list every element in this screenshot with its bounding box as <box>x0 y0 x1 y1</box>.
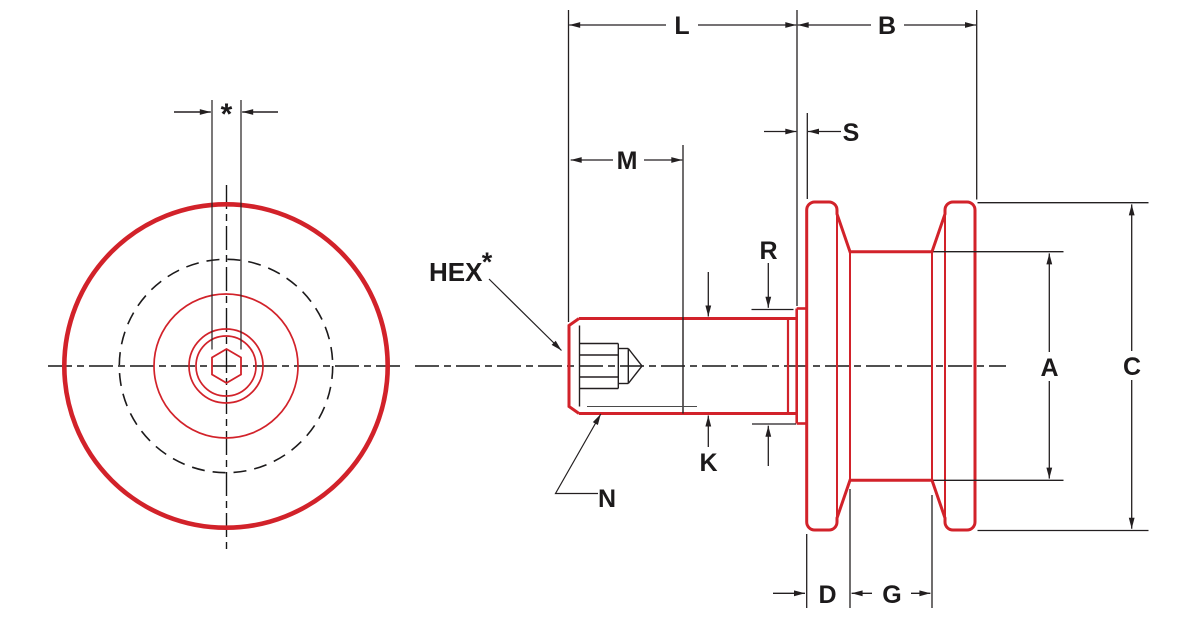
dim-label-A: A <box>1040 354 1058 382</box>
stud-outline <box>567 307 807 425</box>
n-leader <box>554 413 602 495</box>
drill-point-cone <box>627 348 643 384</box>
dim-label-G: G <box>882 581 901 609</box>
dim-label-D: D <box>818 581 836 609</box>
front-view: * <box>48 98 404 549</box>
dim-label-S: S <box>843 119 860 147</box>
hex-socket-front <box>211 347 242 385</box>
hex-label: HEX <box>429 257 483 287</box>
socket-chamfer-circle <box>195 335 257 397</box>
dim-label-R: R <box>759 237 777 265</box>
hex-label-superscript: * <box>482 247 493 277</box>
dimensions <box>488 10 1149 608</box>
dim-label-B: B <box>878 12 896 40</box>
groove-hidden-circle-dashed <box>118 258 334 474</box>
hub-circle <box>153 293 299 439</box>
hex-leader <box>488 278 562 351</box>
roller-outer-circle <box>62 202 390 530</box>
stud-head-left-face <box>567 317 580 415</box>
dim-label-L: L <box>674 12 689 40</box>
dim-label-K: K <box>699 449 717 477</box>
hex-socket-section <box>578 318 697 414</box>
stud-circle <box>188 328 264 404</box>
roller-outline <box>805 200 977 532</box>
side-view: L B S M R K N A C D G HEX * <box>415 10 1149 609</box>
dim-label-N: N <box>598 485 616 513</box>
dim-label-M: M <box>617 147 638 175</box>
dim-label-C: C <box>1123 353 1141 381</box>
roller-profile <box>805 200 977 532</box>
hex-width-star-label: * <box>221 98 233 131</box>
